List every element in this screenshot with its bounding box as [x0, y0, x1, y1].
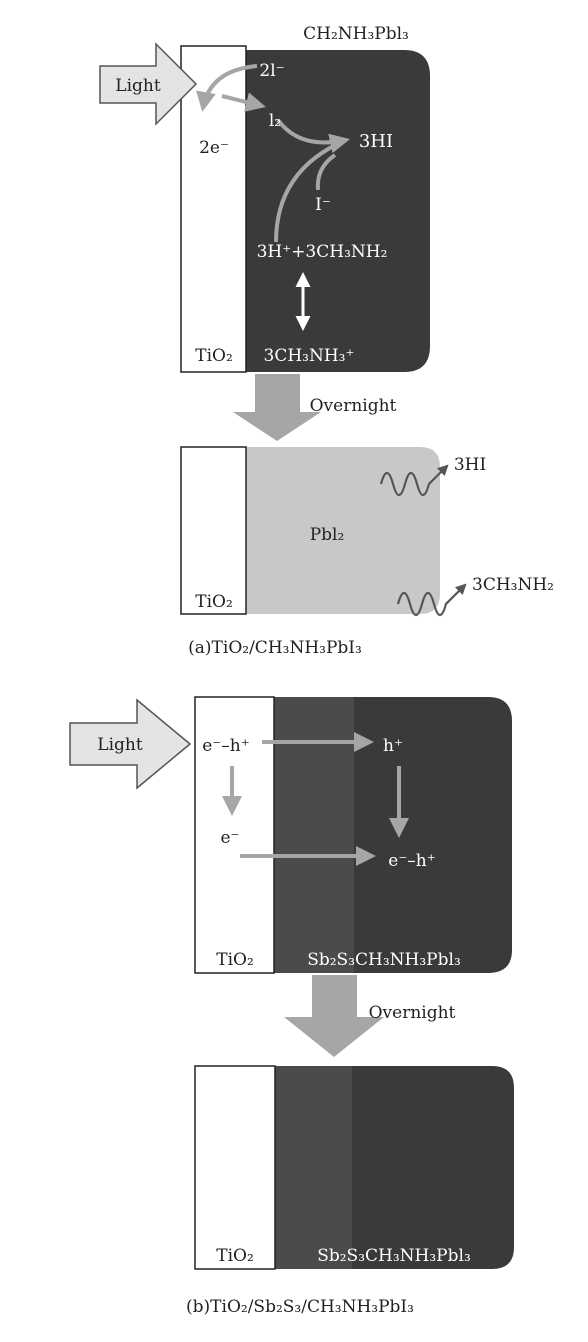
species-3hi-label: 3HI [359, 131, 393, 152]
perovskite-layer-b-after [350, 1066, 514, 1269]
pbi2-layer [246, 447, 440, 614]
species-iodide-label: I⁻ [315, 195, 331, 215]
proton-to-hi-arrow [274, 138, 347, 243]
tio2-label-a-bottom: TiO₂ [195, 592, 233, 612]
caption-a: (a)TiO₂/CH₃NH₃PbI₃ [188, 638, 362, 658]
pbi2-label: Pbl₂ [310, 525, 345, 545]
tio2-label-b-bottom: TiO₂ [216, 1246, 254, 1266]
species-proton-mix-label: 3H⁺+3CH₃NH₂ [257, 242, 388, 262]
species-eh-left-label: e⁻–h⁺ [202, 736, 249, 756]
tio2-layer [180, 45, 247, 373]
tio2-label-a-top: TiO₂ [195, 346, 233, 366]
tio2-layer-b [194, 696, 275, 974]
panel-a: CH₂NH₃Pbl₃ Light 2l⁻ l₂ 3HI 2e⁻ I⁻ 3H⁺+3… [99, 24, 554, 658]
tio2-layer-b-after [194, 1065, 276, 1270]
overnight-label-b: Overnight [369, 1003, 456, 1023]
species-2i-label: 2l⁻ [259, 61, 284, 81]
sb2s3-layer [274, 697, 354, 973]
species-eh-right-label: e⁻–h⁺ [388, 851, 435, 871]
electron-arrow [196, 64, 258, 112]
light-label: Light [115, 76, 161, 96]
tio2-layer-degraded [180, 446, 247, 615]
absorber-label-b-top: Sb₂S₃CH₃NH₃Pbl₃ [307, 950, 461, 970]
iodine-to-hi-arrow [276, 118, 350, 154]
release-hi-label: 3HI [454, 455, 486, 475]
iodide-to-hi-arrow [315, 153, 337, 191]
sb2s3-layer-after [275, 1066, 352, 1269]
hi-release-wave-icon [379, 464, 449, 497]
caption-b: (b)TiO₂/Sb₂S₃/CH₃NH₃PbI₃ [186, 1297, 414, 1317]
perovskite-layer [246, 50, 430, 372]
iodine-arrow [221, 92, 266, 112]
species-e-label: e⁻ [220, 828, 239, 848]
light-arrow-icon [99, 42, 198, 126]
release-ch3nh2-label: 3CH₃NH₂ [472, 575, 554, 595]
perovskite-layer-b [352, 697, 512, 973]
overnight-arrow-icon [233, 374, 321, 441]
species-i2-label: l₂ [269, 111, 281, 131]
overnight-arrow-icon-b [284, 975, 384, 1057]
species-h-label: h⁺ [383, 736, 403, 756]
overnight-label-a: Overnight [310, 396, 397, 416]
panel-b: Light e⁻–h⁺ h⁺ e⁻ e⁻–h⁺ TiO₂ Sb₂S₃CH₃NH₃… [69, 696, 514, 1317]
perovskite-formula-label: CH₂NH₃Pbl₃ [303, 24, 409, 44]
species-2e-label: 2e⁻ [199, 138, 229, 158]
light-arrow-icon-b [69, 698, 192, 790]
absorber-label-b-bottom: Sb₂S₃CH₃NH₃Pbl₃ [317, 1246, 471, 1266]
ch3nh2-release-wave-icon [396, 583, 467, 617]
species-ch3nh3-label: 3CH₃NH₃⁺ [264, 346, 355, 366]
light-label-b: Light [97, 735, 143, 755]
tio2-label-b-top: TiO₂ [216, 950, 254, 970]
